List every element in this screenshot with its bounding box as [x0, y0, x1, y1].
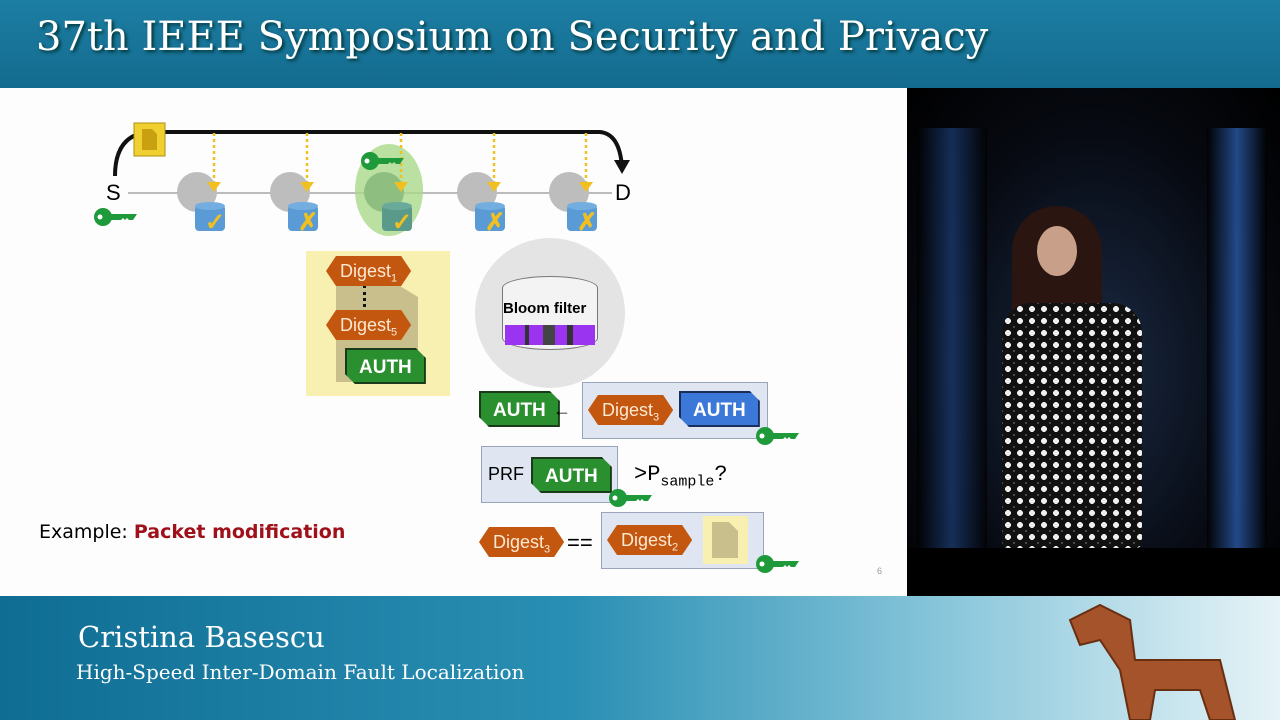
cross-icon: ✗ — [577, 209, 597, 236]
probe-arrow-icon — [207, 182, 221, 192]
storage-cylinder-icon — [288, 205, 318, 231]
p-sample-condition: >Psample? — [634, 462, 728, 491]
auth-tag: AUTH — [345, 348, 426, 384]
auth-tag: AUTH — [479, 391, 560, 427]
path-diagram: ✓ ✗ ✓ ✗ ✗ — [113, 122, 630, 236]
auth-tag: AUTH — [531, 457, 612, 493]
speaker-dress — [1002, 303, 1142, 548]
probe-arrow-icon — [579, 182, 593, 192]
storage-cylinder-icon — [195, 205, 225, 231]
key-icon — [360, 150, 406, 172]
conference-title: 37th IEEE Symposium on Security and Priv… — [36, 14, 989, 60]
speaker-name: Cristina Basescu — [78, 620, 325, 654]
footer-banner — [0, 596, 1280, 720]
digest-1-tag: Digest1 — [326, 256, 411, 286]
stage-light — [1207, 128, 1267, 548]
probe-arrow-icon — [300, 182, 314, 192]
digest-3-tag: Digest3 — [588, 395, 673, 425]
left-arrow-icon: ← — [553, 400, 571, 420]
key-icon — [608, 487, 654, 509]
equals-operator: == — [567, 530, 593, 555]
storage-cylinder-top — [475, 202, 505, 210]
probe-arrow-icon — [487, 182, 501, 192]
digest-3-tag: Digest3 — [479, 527, 564, 557]
arrow-head-icon — [614, 160, 630, 174]
trojan-horse-logo — [1068, 603, 1237, 720]
key-icon — [93, 206, 139, 228]
document-icon — [142, 129, 157, 150]
slide — [0, 88, 907, 596]
destination-label: D — [615, 180, 631, 205]
speaker-video — [907, 88, 1280, 596]
key-icon — [755, 425, 801, 447]
source-label: S — [106, 180, 121, 205]
storage-cylinder-icon — [382, 205, 412, 231]
dotted-connector — [363, 285, 366, 313]
cross-icon: ✗ — [298, 209, 318, 236]
storage-cylinder-icon — [567, 205, 597, 231]
cross-icon: ✗ — [485, 209, 505, 236]
bloom-filter-bits — [505, 325, 595, 345]
payload-document-icon — [712, 522, 738, 558]
probe-arrow-icon — [394, 182, 408, 192]
stage-floor — [907, 548, 1280, 596]
storage-cylinder-top — [567, 202, 597, 210]
title-bar — [0, 0, 1280, 88]
bloom-filter-label: Bloom filter — [503, 300, 587, 317]
digest-2-tag: Digest2 — [607, 525, 692, 555]
check-icon: ✓ — [205, 209, 225, 236]
storage-cylinder-top — [195, 202, 225, 210]
auth-blue-tag: AUTH — [679, 391, 760, 427]
check-icon: ✓ — [392, 209, 412, 236]
stage-light — [917, 128, 987, 548]
example-text: Example: Packet modification — [39, 521, 346, 543]
digest-5-tag: Digest5 — [326, 310, 411, 340]
speaker-face — [1037, 226, 1077, 276]
storage-cylinder-icon — [475, 205, 505, 231]
prf-label: PRF — [488, 464, 524, 484]
talk-title: High-Speed Inter-Domain Fault Localizati… — [76, 660, 525, 684]
storage-cylinder-top — [288, 202, 318, 210]
key-icon — [755, 553, 801, 575]
page-number: 6 — [877, 566, 883, 576]
storage-cylinder-top — [382, 202, 412, 210]
